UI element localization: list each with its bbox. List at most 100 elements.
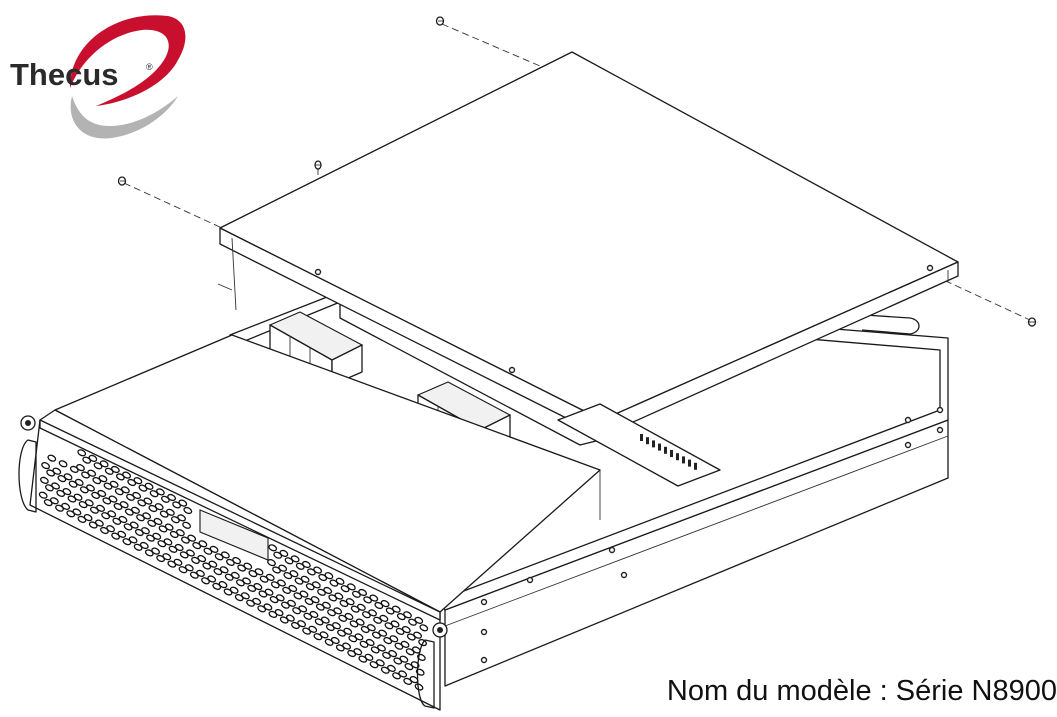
vent-hole	[113, 502, 123, 511]
vent-hole	[93, 462, 103, 470]
vent-hole	[413, 631, 423, 639]
vent-hole	[268, 544, 278, 552]
vent-hole	[102, 497, 112, 505]
vent-hole	[393, 657, 403, 665]
vent-hole	[187, 534, 197, 542]
vent-hole	[182, 521, 192, 529]
vent-hole	[101, 512, 111, 520]
vent-hole	[268, 610, 278, 618]
vent-hole	[283, 572, 293, 580]
vent-hole	[39, 476, 49, 484]
vent-hole	[396, 613, 406, 621]
vent-hole	[306, 568, 316, 576]
vent-hole	[337, 629, 346, 637]
vent-hole	[172, 501, 182, 509]
vent-hole	[126, 493, 135, 501]
vent-hole	[382, 651, 391, 659]
vent-hole	[114, 488, 124, 496]
connector-pin	[658, 443, 661, 451]
registered-mark: ®	[146, 62, 153, 72]
vent-hole	[379, 614, 389, 622]
vent-hole	[237, 564, 247, 572]
vent-hole	[289, 570, 299, 578]
vent-hole	[124, 508, 134, 516]
vent-hole	[46, 469, 56, 477]
vent-hole	[153, 517, 163, 526]
vent-hole	[112, 517, 122, 525]
vent-hole	[77, 449, 87, 457]
vent-hole	[384, 622, 394, 630]
vent-hole	[55, 504, 64, 512]
vent-hole	[219, 566, 229, 574]
vent-hole	[88, 521, 98, 529]
vent-hole	[304, 597, 314, 606]
vent-hole	[224, 573, 234, 581]
vent-hole	[318, 573, 328, 582]
model-caption: Nom du modèle : Série N8900	[666, 675, 1057, 707]
vent-hole	[68, 480, 78, 488]
vent-hole	[170, 516, 180, 524]
vent-hole	[81, 471, 90, 479]
vent-hole	[98, 475, 108, 483]
vent-hole	[191, 556, 200, 564]
vent-hole	[248, 570, 258, 578]
vent-hole	[154, 503, 164, 511]
vent-hole	[183, 506, 193, 515]
right-handle	[416, 639, 435, 709]
vent-hole	[115, 473, 125, 481]
vent-hole	[144, 549, 154, 557]
vent-hole	[339, 599, 349, 608]
vent-hole	[360, 625, 370, 634]
vent-hole	[136, 514, 145, 522]
vent-hole	[272, 566, 281, 574]
connector-pin	[670, 450, 673, 457]
screw-icon	[117, 176, 127, 186]
vent-hole	[67, 495, 77, 503]
vent-hole	[94, 519, 104, 527]
logo-wordmark: Thecus	[10, 57, 119, 92]
vent-hole	[340, 585, 350, 593]
vent-hole	[287, 599, 297, 607]
thumb-screw-icon	[20, 415, 36, 431]
vent-hole	[178, 566, 188, 574]
vent-hole	[328, 594, 338, 602]
vent-hole	[373, 616, 383, 624]
vent-hole	[92, 477, 102, 485]
vent-hole	[259, 575, 269, 583]
vent-hole	[348, 635, 358, 643]
vent-hole	[180, 536, 190, 544]
vent-hole	[218, 581, 228, 589]
vent-hole	[123, 523, 133, 531]
vent-hole	[282, 586, 292, 594]
vent-hole	[168, 545, 178, 553]
vent-hole	[374, 601, 384, 610]
vent-hole	[158, 525, 168, 533]
vent-hole	[167, 560, 177, 568]
vent-hole	[293, 592, 303, 600]
vent-hole	[290, 621, 300, 630]
vent-hole	[350, 605, 360, 613]
vent-hole	[78, 501, 88, 509]
vent-hole	[91, 491, 101, 499]
vent-hole	[288, 584, 298, 593]
vent-hole	[79, 486, 89, 494]
vent-hole	[294, 577, 304, 585]
vent-hole	[315, 603, 325, 611]
vent-hole	[202, 562, 212, 570]
screw-icon	[435, 16, 445, 26]
vent-hole	[290, 555, 300, 563]
connector-pins	[640, 434, 697, 470]
logo-swoosh-grey	[70, 96, 178, 139]
vent-hole	[292, 607, 302, 615]
vent-hole	[66, 510, 76, 518]
vent-hole	[345, 598, 355, 606]
connector-pin	[664, 446, 667, 454]
vent-hole	[214, 553, 224, 561]
vent-hole	[77, 515, 87, 523]
vent-hole	[349, 620, 359, 628]
connector-pin	[694, 462, 697, 470]
vent-hole	[342, 642, 352, 650]
left-handle	[18, 439, 37, 513]
connector-pin	[676, 453, 679, 461]
